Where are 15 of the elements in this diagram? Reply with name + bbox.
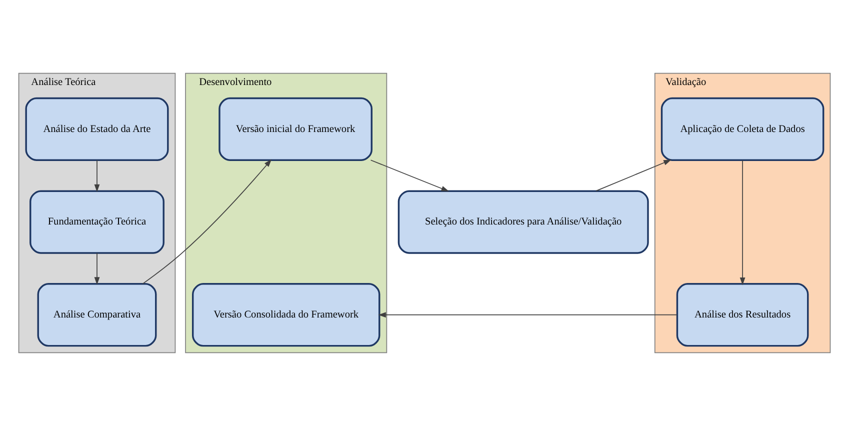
arrow: [370, 160, 450, 192]
arrow: [378, 312, 678, 318]
arrow: [596, 160, 672, 192]
arrow: [740, 160, 746, 286]
arrow: [142, 159, 272, 284]
node-box: Versão Consolidada do Framework: [192, 283, 380, 347]
node-box: Seleção dos Indicadores para Análise/Validação: [398, 190, 649, 254]
arrow: [94, 160, 100, 192]
node-box: Aplicação de Coleta de Dados: [660, 97, 824, 161]
node-box: Análise dos Resultados: [676, 283, 809, 347]
node-box: Fundamentação Teórica: [30, 190, 164, 254]
node-box: Versão inicial do Framework: [218, 97, 372, 161]
arrow: [94, 252, 100, 285]
node-box: Análise do Estado da Arte: [25, 97, 169, 161]
node-box: Análise Comparativa: [37, 283, 157, 347]
